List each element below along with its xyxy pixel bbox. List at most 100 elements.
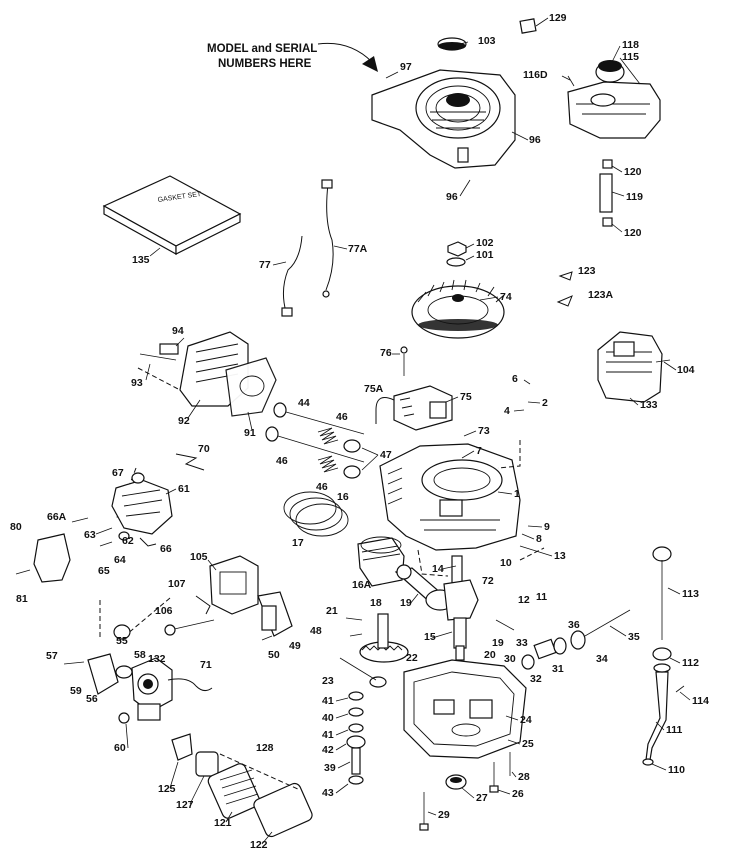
label-103: 103	[478, 35, 496, 47]
label-32: 32	[530, 673, 542, 685]
label-19-top: 19	[400, 597, 412, 609]
label-20: 20	[484, 649, 496, 661]
label-60: 60	[114, 742, 126, 754]
label-4: 4	[504, 405, 510, 417]
label-101: 101	[476, 249, 494, 261]
seal-27	[445, 774, 467, 790]
ignition-module	[375, 346, 453, 431]
label-118: 118	[622, 39, 639, 51]
label-41-top: 41	[322, 695, 334, 707]
part-labels: 103 129 118 115 116D 97 96 96 120 119 12…	[10, 12, 709, 851]
flywheel-nut	[446, 241, 467, 267]
label-80: 80	[10, 521, 22, 533]
label-47: 47	[380, 449, 392, 461]
crankshaft	[443, 555, 479, 661]
label-75: 75	[460, 391, 472, 403]
label-70: 70	[198, 443, 210, 455]
governor-stack	[346, 691, 366, 785]
label-113: 113	[682, 588, 699, 600]
label-49: 49	[289, 640, 301, 652]
label-96-bottom: 96	[446, 191, 458, 203]
label-28: 28	[518, 771, 530, 783]
label-107: 107	[168, 578, 186, 590]
cam-gear	[339, 613, 409, 688]
label-16: 16	[337, 491, 349, 503]
piston	[357, 536, 405, 587]
label-65: 65	[98, 565, 110, 577]
label-17: 17	[292, 537, 304, 549]
model-serial-note: MODEL and SERIAL NUMBERS HERE	[207, 42, 378, 72]
label-77: 77	[259, 259, 271, 271]
rewind-starter	[597, 331, 671, 403]
label-97: 97	[400, 61, 412, 73]
label-22: 22	[406, 652, 418, 664]
label-62: 62	[122, 535, 134, 547]
label-76: 76	[380, 347, 392, 359]
label-114: 114	[692, 695, 709, 707]
label-74: 74	[500, 291, 512, 303]
label-96-right: 96	[529, 134, 541, 146]
gasket-set: GASKET SET	[102, 175, 242, 256]
flywheel	[411, 279, 505, 339]
label-111: 111	[666, 724, 683, 736]
carburetor	[63, 624, 213, 724]
label-135: 135	[132, 254, 150, 266]
label-125: 125	[158, 783, 176, 795]
label-26: 26	[512, 788, 524, 800]
label-31: 31	[552, 663, 564, 675]
label-119: 119	[626, 191, 643, 203]
label-40: 40	[322, 712, 334, 724]
screw-97	[385, 71, 399, 79]
label-110: 110	[668, 764, 685, 776]
tappets	[345, 617, 363, 637]
label-72: 72	[482, 575, 494, 587]
label-71: 71	[200, 659, 212, 671]
fuel-cap-cover	[437, 37, 467, 51]
label-56: 56	[86, 693, 98, 705]
label-91: 91	[244, 427, 256, 439]
label-61: 61	[178, 483, 190, 495]
label-43: 43	[322, 787, 334, 799]
label-133: 133	[640, 399, 658, 411]
label-120-top: 120	[624, 166, 642, 178]
label-46-low: 46	[316, 481, 328, 493]
leader-lines	[125, 17, 691, 845]
label-34: 34	[596, 653, 608, 665]
label-77A: 77A	[348, 243, 368, 255]
label-44: 44	[298, 397, 310, 409]
label-66: 66	[160, 543, 172, 555]
label-11: 11	[536, 591, 547, 603]
label-12: 12	[518, 594, 530, 606]
label-66A: 66A	[47, 511, 67, 523]
cylinder-dashed-leaders	[417, 440, 545, 577]
label-24: 24	[520, 714, 532, 726]
label-1: 1	[514, 488, 520, 500]
label-29: 29	[438, 809, 450, 821]
label-14: 14	[432, 563, 444, 575]
label-13: 13	[554, 550, 566, 562]
label-73: 73	[478, 425, 490, 437]
clips-123	[556, 271, 573, 307]
label-123A: 123A	[588, 289, 614, 301]
label-116D: 116D	[523, 69, 548, 81]
label-129: 129	[549, 12, 567, 24]
label-18: 18	[370, 597, 382, 609]
engine-base	[403, 659, 527, 759]
label-6: 6	[512, 373, 518, 385]
cylinder-block	[379, 443, 521, 551]
label-81: 81	[16, 593, 28, 605]
label-27: 27	[476, 792, 488, 804]
screw-81	[15, 569, 31, 575]
label-7: 7	[476, 445, 482, 457]
governor-shaft	[495, 609, 631, 670]
note-line-1: MODEL and SERIAL	[207, 43, 317, 55]
label-50: 50	[268, 649, 280, 661]
label-58: 58	[134, 649, 146, 661]
base-screws	[419, 752, 511, 831]
label-35: 35	[628, 631, 640, 643]
label-63: 63	[84, 529, 96, 541]
cylinder-head	[139, 331, 277, 417]
label-19-low: 19	[492, 637, 504, 649]
arrow-icon	[317, 42, 373, 63]
